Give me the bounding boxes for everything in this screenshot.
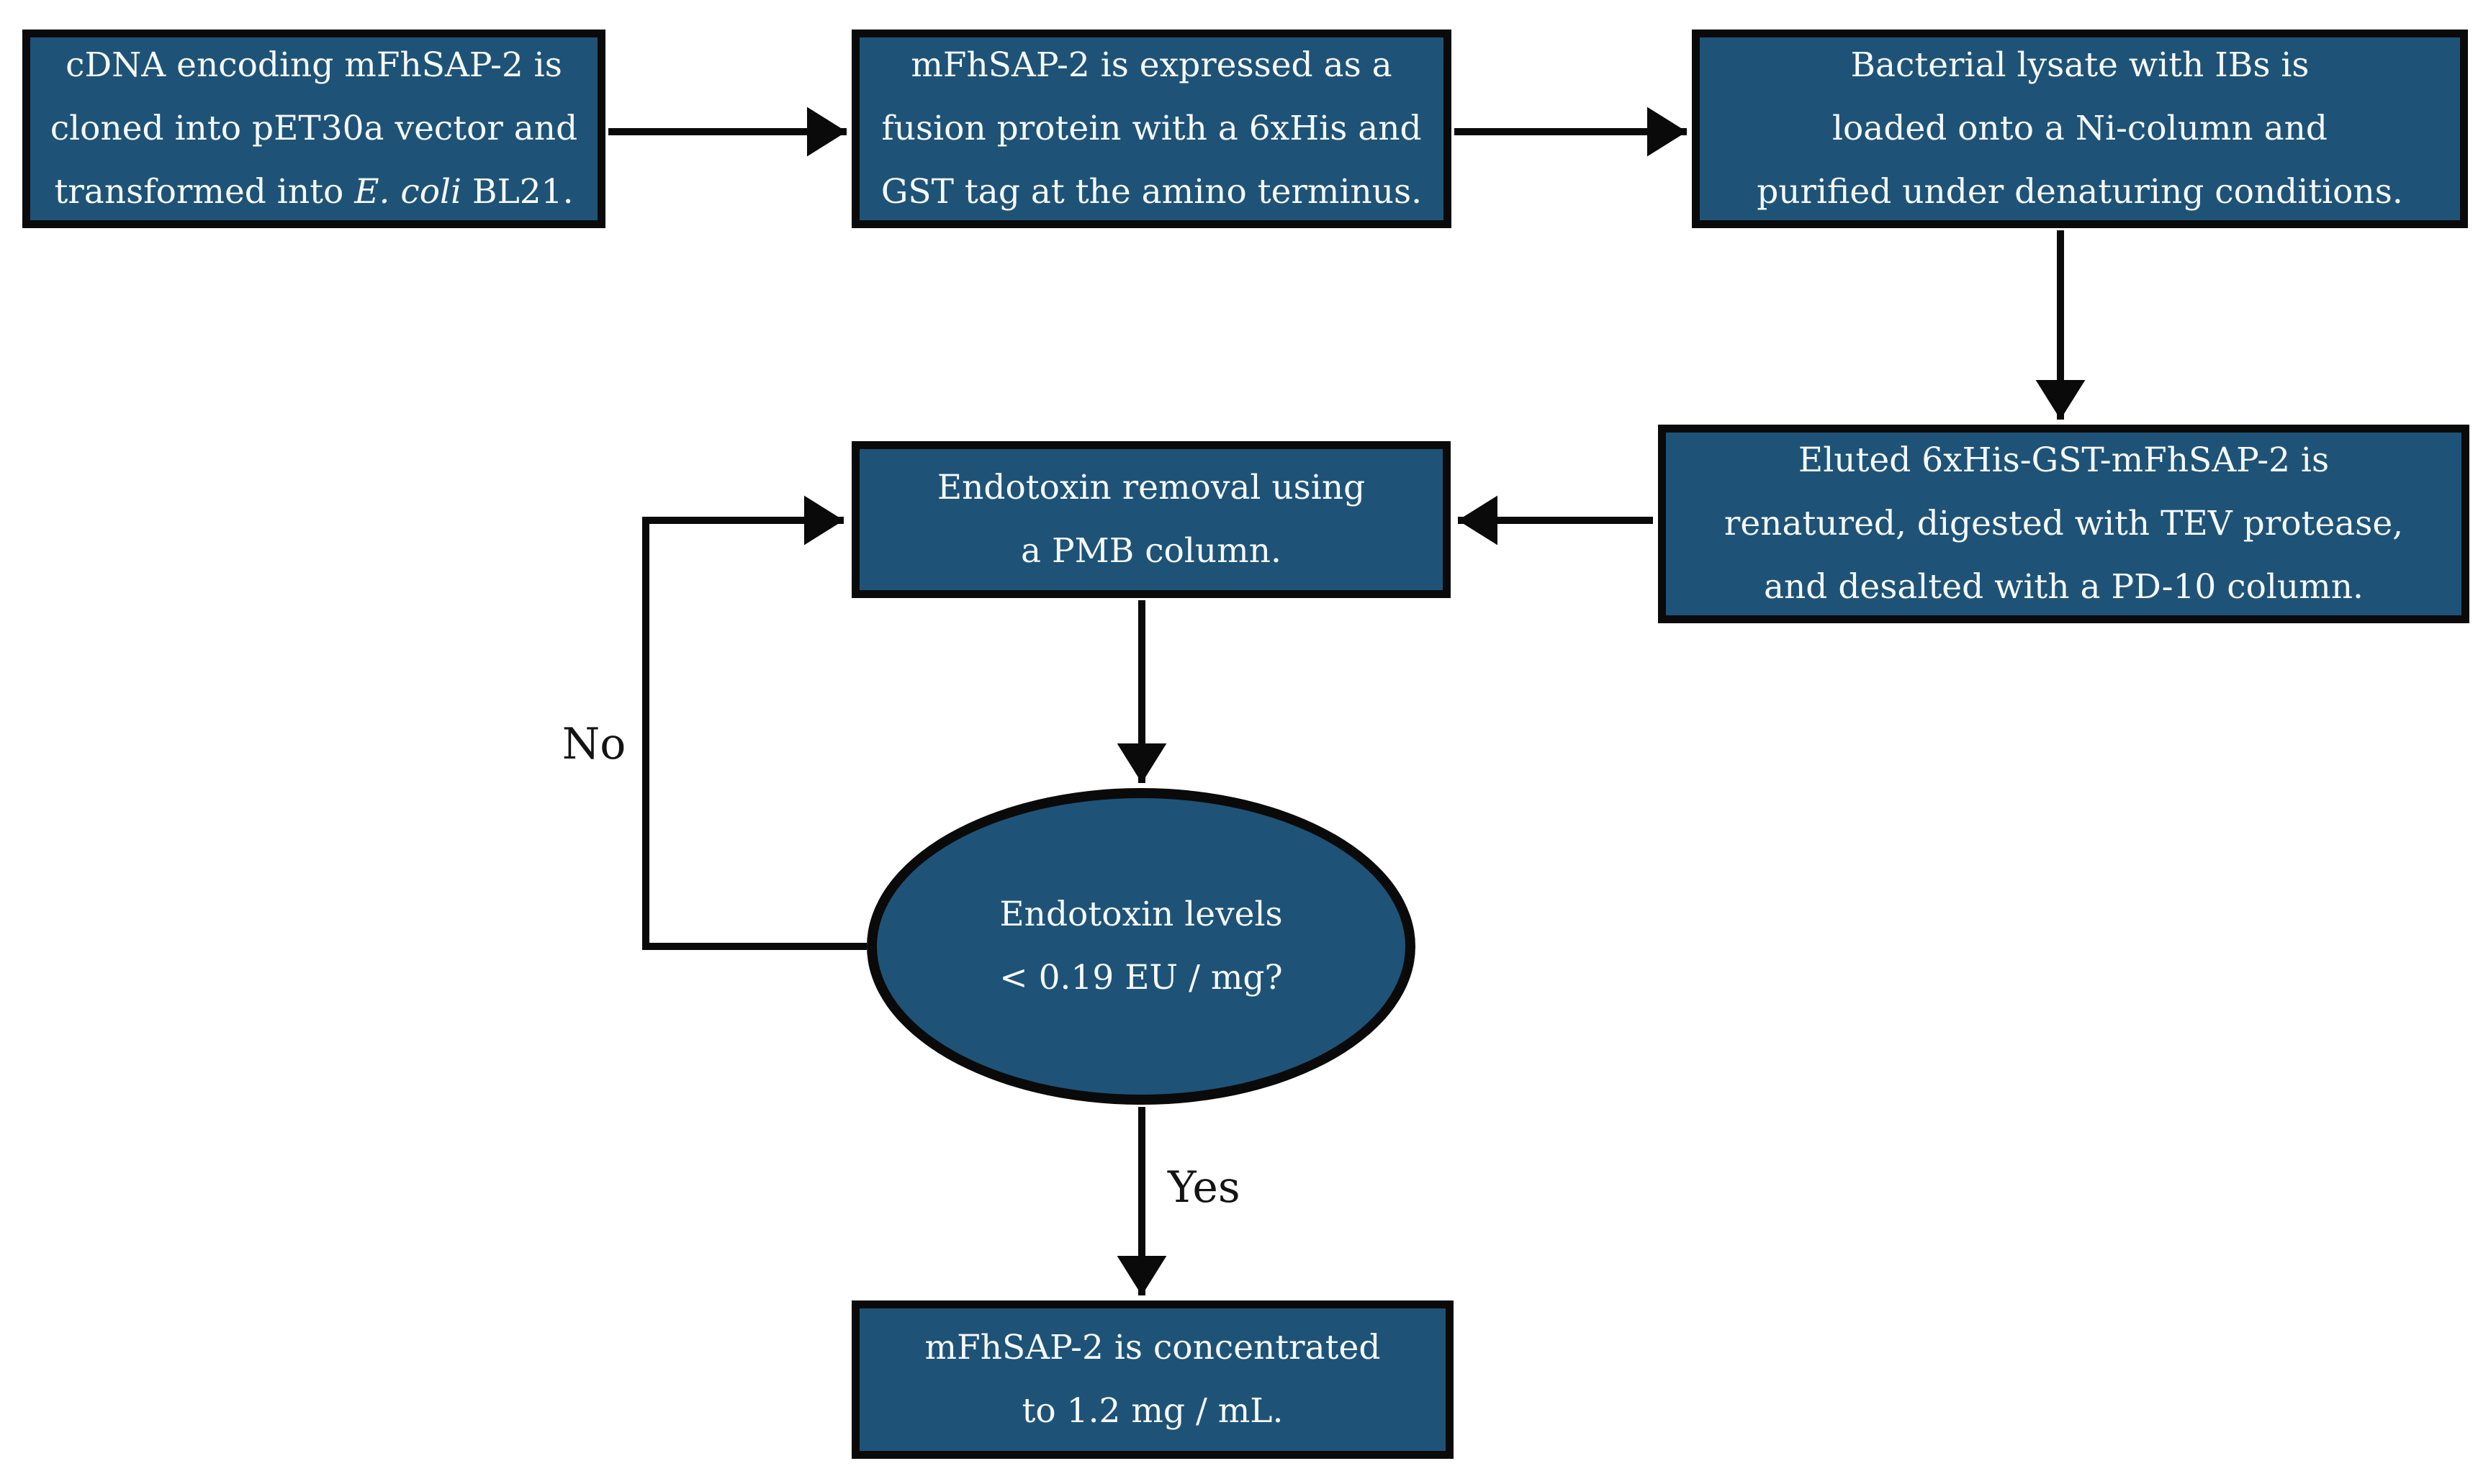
node-text-line: cDNA encoding mFhSAP-2 is [66,45,562,85]
node-text-line: fusion protein with a 6xHis and [881,109,1422,148]
arrow-decision-no-loop-to-endotoxin-removal [642,495,867,950]
decision-endotoxin-level: Endotoxin levels < 0.19 EU / mg? [867,788,1415,1105]
node-concentration: mFhSAP-2 is concentrated to 1.2 mg / mL. [852,1300,1454,1459]
edge-label-yes: Yes [1168,1162,1240,1213]
node-text-line: Endotoxin removal using [937,468,1366,507]
node-text-line: purified under denaturing conditions. [1757,172,2403,212]
node-text-line: and desalted with a PD-10 column. [1764,567,2364,607]
node-text-segment: transformed into [54,172,355,212]
edge-label-no: No [562,719,626,769]
node-text-line: cloned into pET30a vector and [50,109,578,148]
node-text-line: Endotoxin levels [999,895,1283,934]
node-text-segment-italic: E. coli [354,172,462,212]
node-text-line: to 1.2 mg / mL. [1022,1391,1284,1431]
node-text-line: renatured, digested with TEV protease, [1724,504,2404,543]
node-text-line: GST tag at the amino terminus. [880,172,1423,212]
node-cdna-cloning: cDNA encoding mFhSAP-2 is cloned into pE… [22,30,605,228]
node-text-line: a PMB column. [1021,531,1281,571]
node-renature-tev-desalt: Eluted 6xHis-GST-mFhSAP-2 is renatured, … [1658,425,2469,623]
node-ni-column-purification: Bacterial lysate with IBs is loaded onto… [1692,30,2468,228]
node-endotoxin-removal: Endotoxin removal using a PMB column. [852,441,1451,598]
node-text-line: transformed into E. coli BL21. [54,160,573,224]
node-text-line: mFhSAP-2 is concentrated [924,1328,1381,1367]
node-fusion-protein-expression: mFhSAP-2 is expressed as a fusion protei… [852,30,1451,228]
node-text-line: Bacterial lysate with IBs is [1850,45,2310,85]
node-text-line: Eluted 6xHis-GST-mFhSAP-2 is [1798,440,2330,480]
node-text-line: mFhSAP-2 is expressed as a [911,45,1392,85]
node-text-line: loaded onto a Ni-column and [1832,109,2328,148]
node-text-line: < 0.19 EU / mg? [999,958,1283,997]
node-text-segment: BL21. [461,172,574,212]
